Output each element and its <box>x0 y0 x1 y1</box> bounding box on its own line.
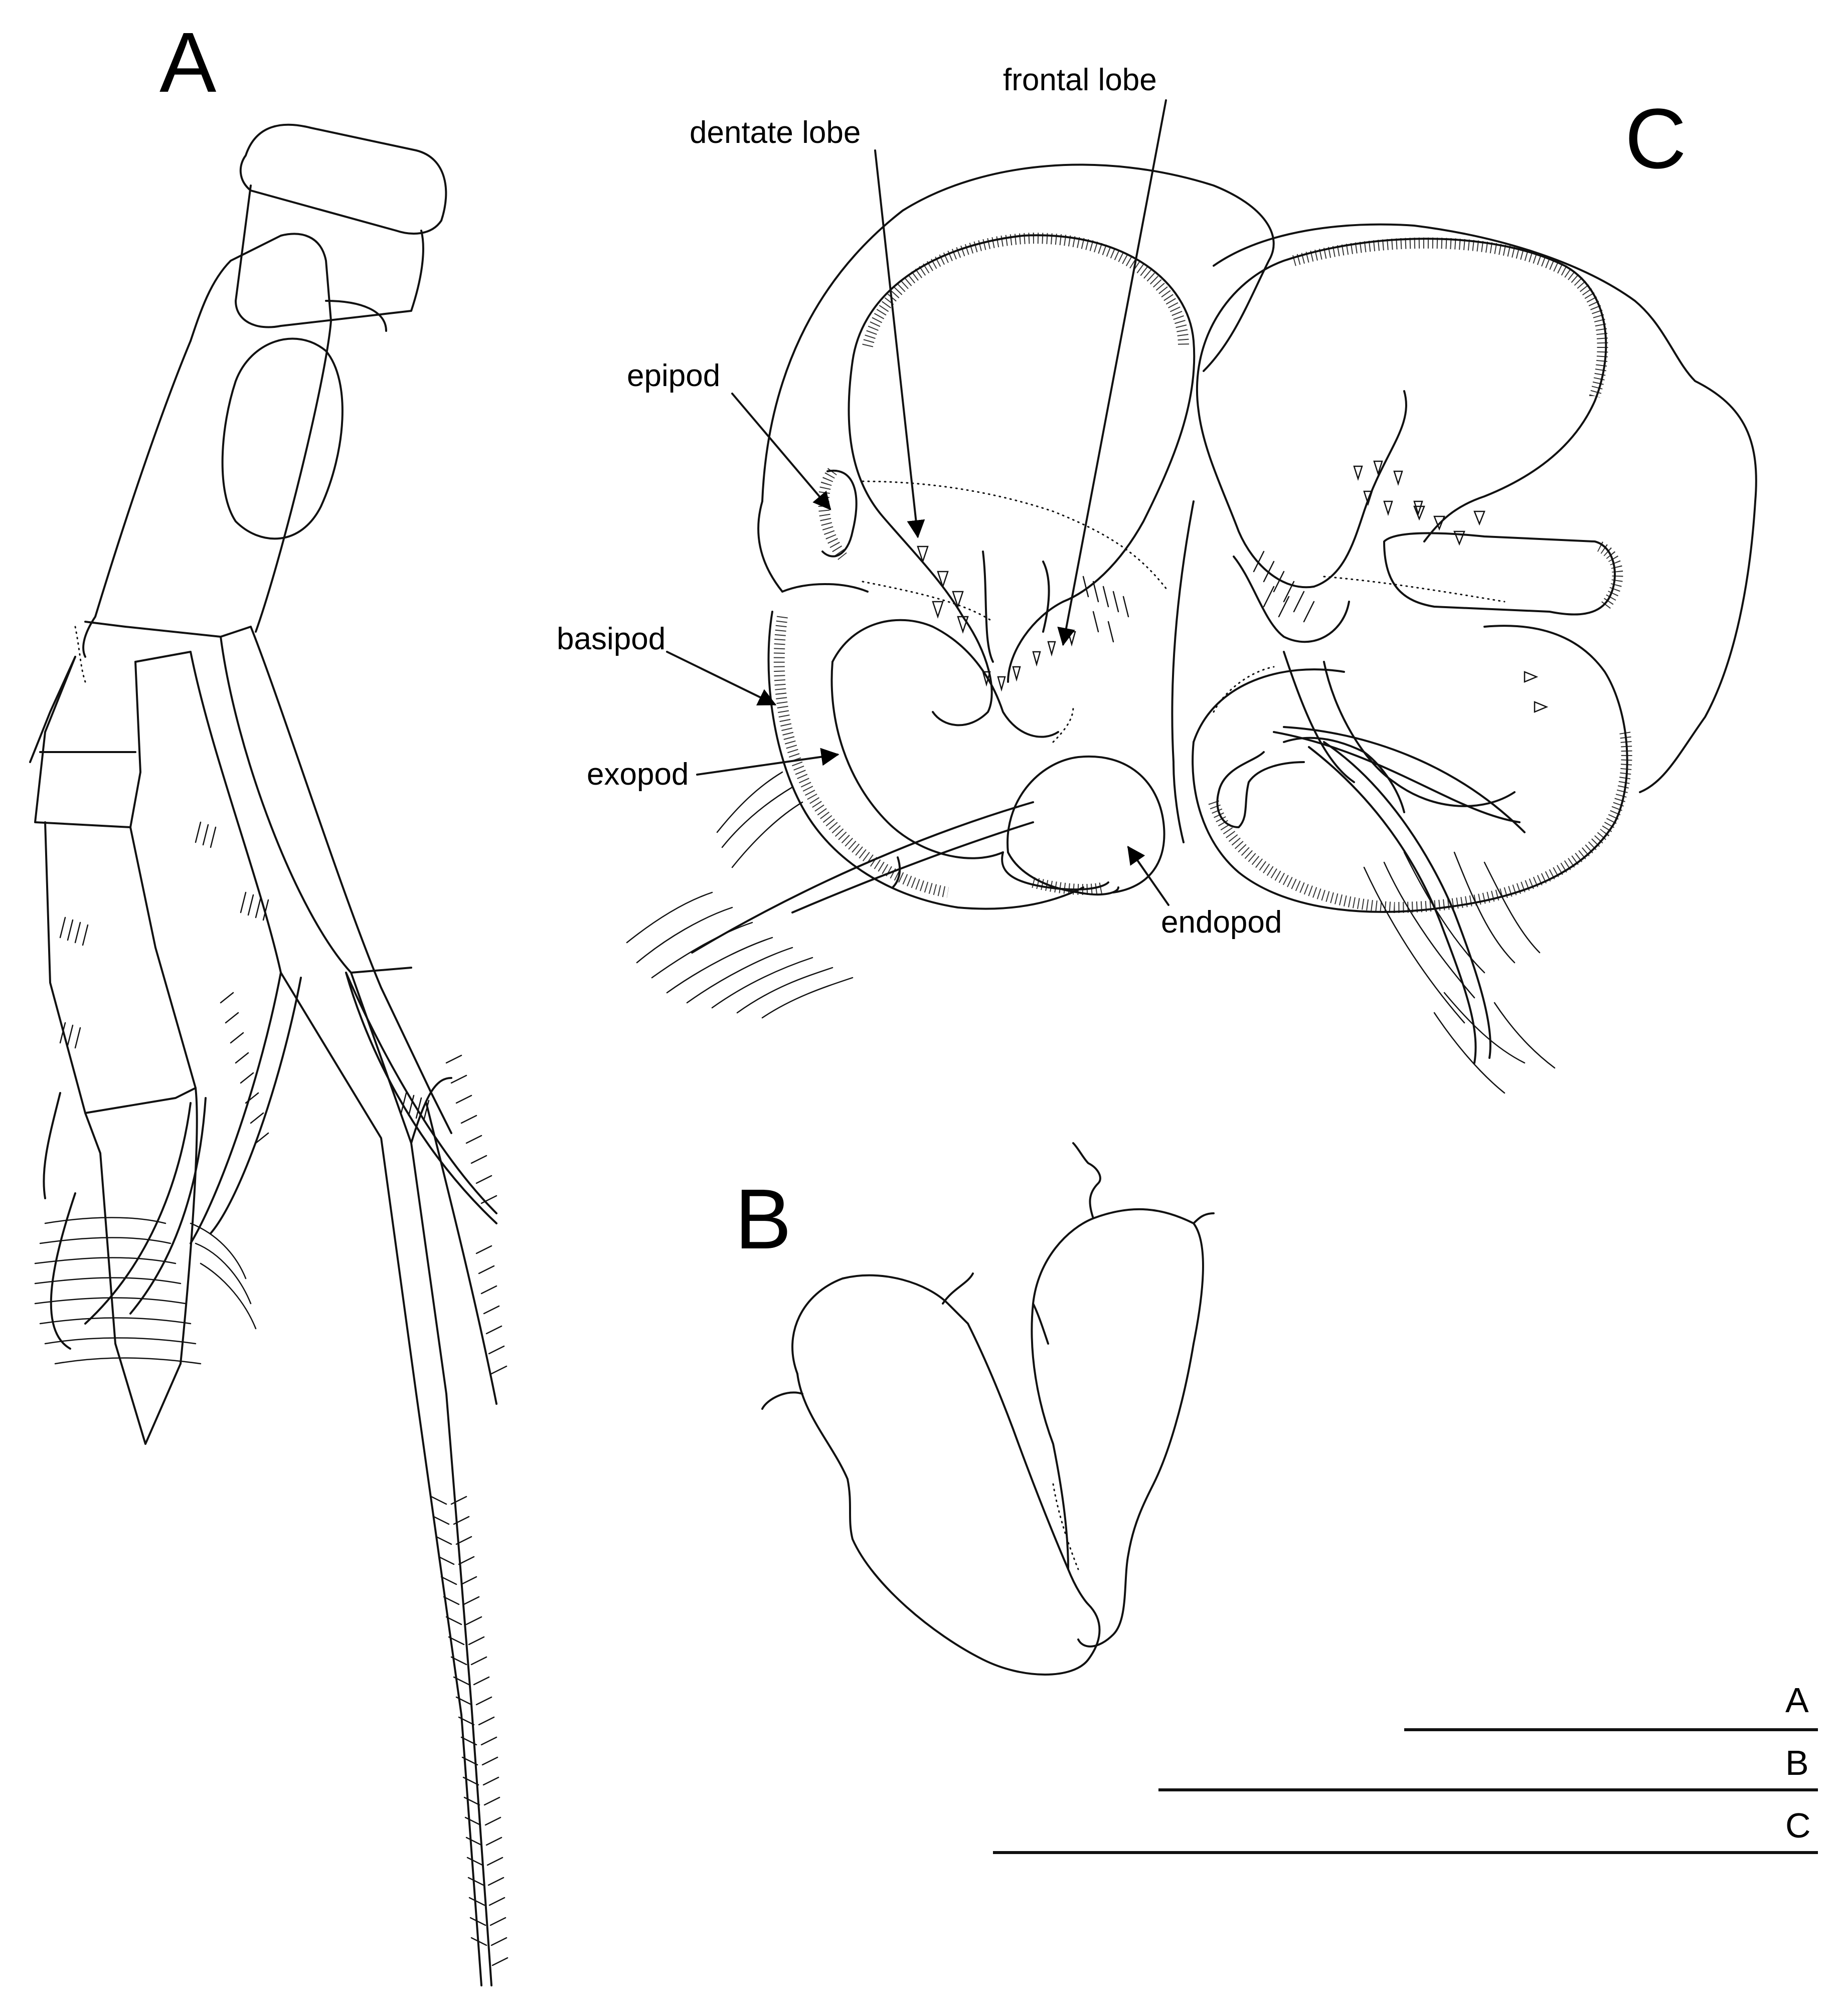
appendage-b-drawing <box>761 1142 1215 1676</box>
panel-letter-c: C <box>1625 91 1687 187</box>
scale-bar-label-c: C <box>1785 1806 1811 1845</box>
label-frontal-lobe: frontal lobe <box>1003 63 1157 97</box>
label-basipod: basipod <box>557 622 665 656</box>
arrow-frontal-lobe <box>1057 99 1167 646</box>
appendage-a-drawing <box>29 123 509 1986</box>
panel-letter-a: A <box>159 15 217 110</box>
scale-bars <box>993 1728 1818 1854</box>
label-arrows <box>666 99 1169 906</box>
label-epipod: epipod <box>627 358 720 393</box>
scale-bar-label-a: A <box>1785 1681 1809 1720</box>
label-endopod: endopod <box>1161 905 1282 940</box>
arrow-basipod <box>666 651 777 705</box>
label-dentate-lobe: dentate lobe <box>690 115 861 150</box>
arrow-exopod <box>696 748 840 776</box>
scale-bar-label-b: B <box>1785 1743 1809 1782</box>
arrow-epipod <box>731 393 831 510</box>
panel-letter-b: B <box>735 1172 791 1267</box>
arrow-dentate-lobe <box>874 149 925 538</box>
arrow-endopod <box>1127 846 1169 906</box>
appendage-c-drawing <box>626 163 1757 1094</box>
label-exopod: exopod <box>587 757 689 792</box>
